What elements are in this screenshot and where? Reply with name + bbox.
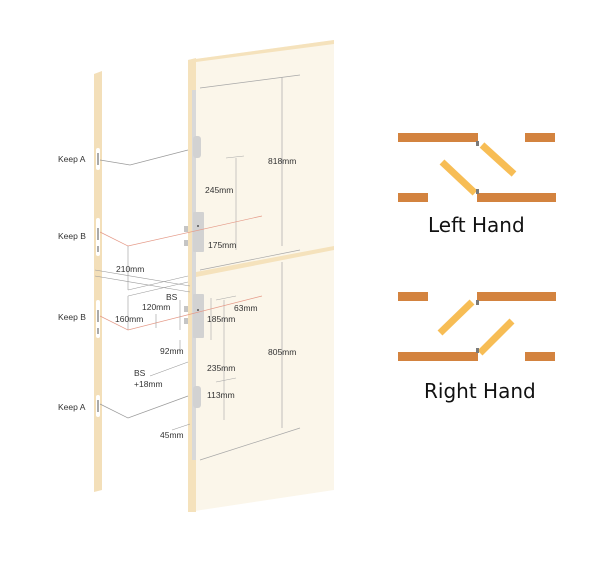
dimension-235: 235mm <box>207 363 235 373</box>
dimension-160: 160mm <box>115 314 143 324</box>
dimension-245: 245mm <box>205 185 233 195</box>
dimension-185: 185mm <box>207 314 235 324</box>
right-hand-diagram: Right Hand <box>398 292 556 403</box>
dimension-120: 120mm <box>142 302 170 312</box>
keep-b-top-label: Keep B <box>58 231 86 241</box>
door <box>184 40 334 512</box>
bs-bottom-offset-label: +18mm <box>134 379 163 389</box>
dimension-818: 818mm <box>268 156 296 166</box>
left-hand-diagram: Left Hand <box>398 133 556 237</box>
frame-strip <box>94 71 102 492</box>
dimension-210: 210mm <box>116 264 144 274</box>
keep-b-bottom-label: Keep B <box>58 312 86 322</box>
dimension-45: 45mm <box>160 430 184 440</box>
right-hand-label: Right Hand <box>424 379 536 403</box>
dimension-113: 113mm <box>207 390 235 400</box>
bs-bottom-label: BS <box>134 368 146 378</box>
bs-top-label: BS <box>166 292 178 302</box>
keep-a-bottom-label: Keep A <box>58 402 86 412</box>
keep-a-top-label: Keep A <box>58 154 86 164</box>
dimension-92: 92mm <box>160 346 184 356</box>
dimension-175: 175mm <box>208 240 236 250</box>
connector-lines <box>94 149 263 431</box>
dimension-63: 63mm <box>234 303 258 313</box>
left-hand-label: Left Hand <box>428 213 525 237</box>
dimension-805: 805mm <box>268 347 296 357</box>
